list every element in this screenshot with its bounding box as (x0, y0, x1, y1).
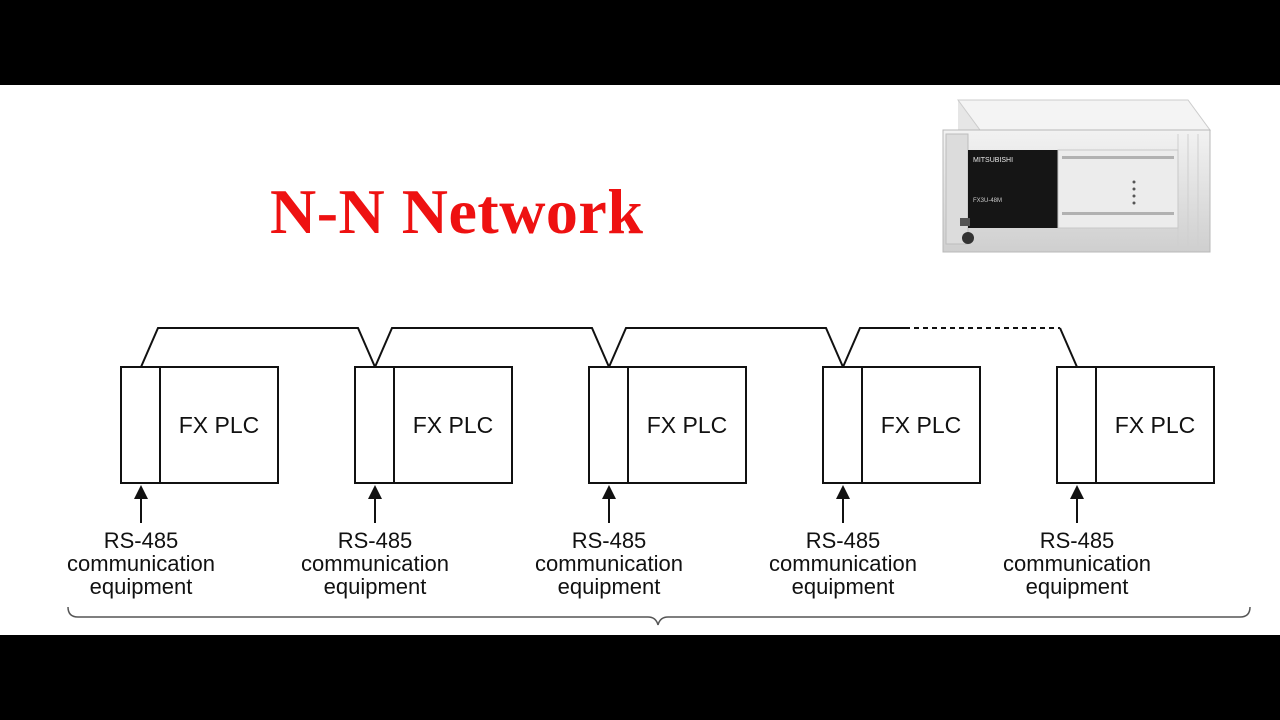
slide-canvas: N-N Network MITSUBISHI FX3U-48M (0, 85, 1280, 635)
arrow-head (1070, 485, 1084, 499)
node-caption-line: RS-485 (806, 528, 881, 553)
node-caption-line: equipment (1026, 574, 1129, 599)
plc-label: FX PLC (1115, 412, 1196, 438)
node-caption-line: communication (67, 551, 215, 576)
plc-box (588, 366, 747, 484)
brand-label: MITSUBISHI (973, 157, 1013, 164)
node-caption-line: RS-485 (338, 528, 413, 553)
plc-label: FX PLC (647, 412, 728, 438)
plc-label: FX PLC (413, 412, 494, 438)
plc-box (1056, 366, 1215, 484)
plc-label: FX PLC (179, 412, 260, 438)
node-caption-line: equipment (90, 574, 193, 599)
arrow-head (836, 485, 850, 499)
node-caption-line: communication (769, 551, 917, 576)
arrow-head (368, 485, 382, 499)
node-caption-line: RS-485 (572, 528, 647, 553)
node-caption-line: RS-485 (1040, 528, 1115, 553)
arrow-head (134, 485, 148, 499)
node-caption-line: RS-485 (104, 528, 179, 553)
plc-box (120, 366, 279, 484)
plc-label: FX PLC (881, 412, 962, 438)
model-label: FX3U-48M (973, 198, 1002, 204)
plc-box (822, 366, 981, 484)
node-caption-line: equipment (558, 574, 661, 599)
group-brace (67, 606, 1251, 626)
arrow-head (602, 485, 616, 499)
rs485-bus-link (140, 327, 1078, 368)
node-caption-line: communication (1003, 551, 1151, 576)
slide-title: N-N Network (270, 176, 644, 247)
node-caption-line: communication (535, 551, 683, 576)
plc-box (354, 366, 513, 484)
node-caption-line: equipment (324, 574, 427, 599)
node-caption-line: equipment (792, 574, 895, 599)
node-caption-line: communication (301, 551, 449, 576)
plc-device-image: MITSUBISHI FX3U-48M (942, 99, 1211, 253)
